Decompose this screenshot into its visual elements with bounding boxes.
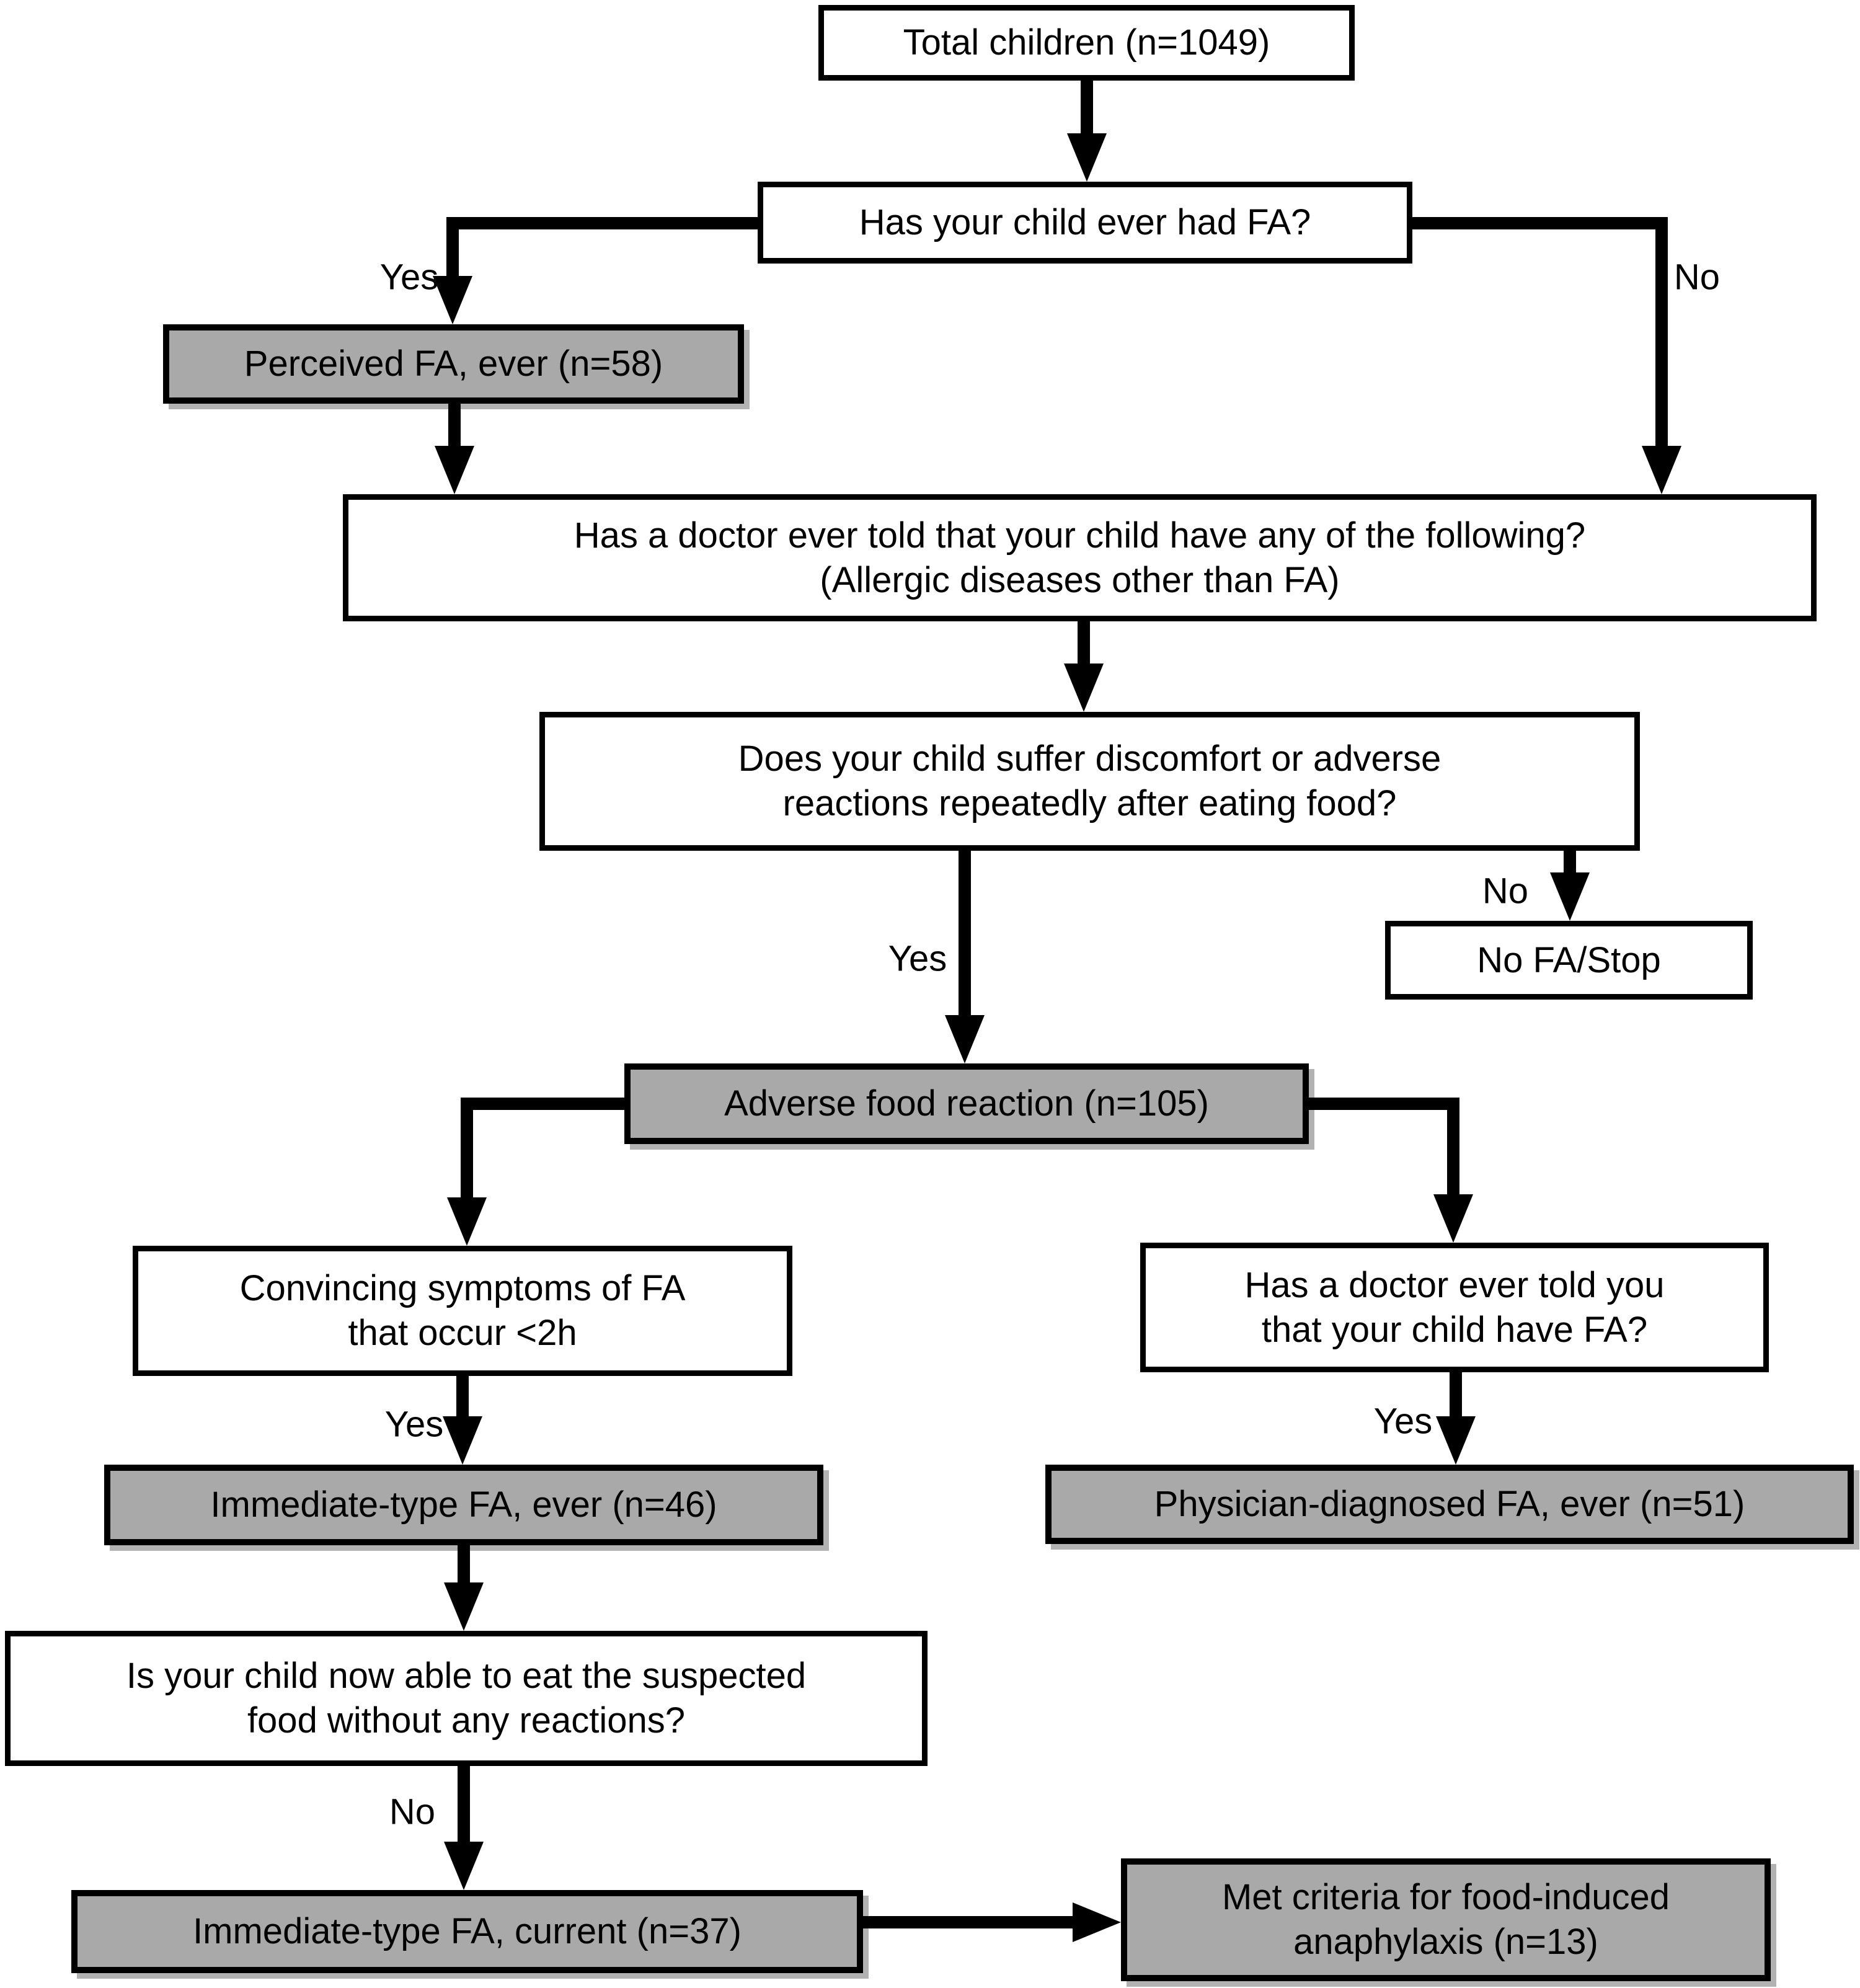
box-met-criteria-anaphylaxis-line2: anaphylaxis (n=13) (1293, 1922, 1598, 1962)
connector-adverse-right-vertical (1447, 1098, 1459, 1200)
box-doctor-told-fa-line1: Has a doctor ever told you (1244, 1264, 1665, 1305)
label-no-discomfort: No (1482, 871, 1529, 912)
box-convincing-symptoms-line2: that occur <2h (348, 1313, 577, 1353)
box-immediate-fa-current: Immediate-type FA, current (n=37) (71, 1890, 863, 1973)
label-yes-convincing: Yes (384, 1404, 444, 1445)
box-immediate-fa-ever-text: Immediate-type FA, ever (n=46) (210, 1484, 717, 1525)
arrowhead-down-icon (945, 1015, 985, 1063)
box-no-fa-stop-text: No FA/Stop (1477, 939, 1661, 980)
connector-able-no-line (458, 1765, 470, 1845)
connector-yes-branch-vertical (446, 217, 459, 285)
arrowhead-down-icon (444, 1842, 484, 1890)
label-yes-ever-had-fa: Yes (379, 257, 439, 298)
box-doctor-told-allergic-line1: Has a doctor ever told that your child h… (574, 515, 1586, 556)
connector-yes-branch-horizontal (446, 217, 758, 229)
connector-doctortold-yes-line (1450, 1371, 1462, 1421)
box-total-children-text: Total children (n=1049) (903, 22, 1270, 63)
arrowhead-down-icon (444, 1582, 484, 1631)
box-immediate-fa-ever: Immediate-type FA, ever (n=46) (104, 1465, 823, 1545)
box-able-to-eat-suspected: Is your child now able to eat the suspec… (5, 1631, 928, 1766)
box-doctor-told-allergic-line2: (Allergic diseases other than FA) (820, 559, 1340, 600)
box-met-criteria-anaphylaxis: Met criteria for food-induced anaphylaxi… (1121, 1858, 1771, 1981)
connector-adverse-right-horizontal (1309, 1098, 1459, 1110)
arrowhead-down-icon (435, 446, 474, 494)
arrowhead-down-icon (433, 276, 472, 324)
box-discomfort-after-food-line1: Does your child suffer discomfort or adv… (738, 739, 1442, 779)
box-convincing-symptoms: Convincing symptoms of FA that occur <2h (133, 1246, 792, 1376)
connector-doctor-to-discomfort-line (1078, 620, 1090, 670)
connector-adverse-left-vertical (461, 1098, 473, 1203)
arrowhead-right-icon (1073, 1902, 1121, 1942)
connector-current-to-metcriteria-line (863, 1916, 1084, 1928)
box-doctor-told-fa: Has a doctor ever told you that your chi… (1140, 1243, 1769, 1372)
connector-perceived-to-doctor-line (448, 402, 461, 455)
box-adverse-food-reaction: Adverse food reaction (n=105) (624, 1063, 1309, 1144)
box-physician-diagnosed-fa-text: Physician-diagnosed FA, ever (n=51) (1154, 1484, 1745, 1524)
label-no-ever-had-fa: No (1673, 257, 1720, 298)
connector-convincing-yes-line (456, 1375, 469, 1421)
arrowhead-down-icon (1064, 663, 1104, 712)
label-no-able-to-eat: No (389, 1791, 436, 1832)
box-able-to-eat-suspected-line1: Is your child now able to eat the suspec… (126, 1656, 807, 1696)
box-total-children: Total children (n=1049) (818, 5, 1355, 81)
box-doctor-told-allergic: Has a doctor ever told that your child h… (343, 494, 1817, 621)
connector-no-branch-horizontal (1412, 217, 1668, 229)
box-ever-had-fa: Has your child ever had FA? (758, 182, 1412, 264)
box-perceived-fa: Perceived FA, ever (n=58) (163, 324, 744, 404)
box-no-fa-stop: No FA/Stop (1385, 921, 1753, 1000)
box-physician-diagnosed-fa: Physician-diagnosed FA, ever (n=51) (1045, 1465, 1854, 1544)
connector-adverse-left-horizontal (461, 1098, 624, 1110)
label-yes-discomfort: Yes (888, 938, 947, 979)
connector-discomfort-yes-line (959, 850, 971, 1020)
box-met-criteria-anaphylaxis-line1: Met criteria for food-induced (1221, 1877, 1670, 1917)
arrowhead-down-icon (1550, 872, 1590, 921)
connector-discomfort-no-line (1564, 850, 1576, 877)
box-discomfort-after-food: Does your child suffer discomfort or adv… (539, 712, 1640, 851)
box-convincing-symptoms-line1: Convincing symptoms of FA (239, 1268, 686, 1308)
arrowhead-down-icon (1433, 1194, 1473, 1243)
box-discomfort-after-food-line2: reactions repeatedly after eating food? (782, 783, 1397, 823)
box-immediate-fa-current-text: Immediate-type FA, current (n=37) (193, 1911, 742, 1951)
connector-immediateever-to-able-line (458, 1544, 470, 1587)
label-yes-doctor-told: Yes (1373, 1401, 1433, 1442)
arrowhead-down-icon (1642, 446, 1681, 494)
arrowhead-down-icon (1067, 133, 1107, 182)
box-adverse-food-reaction-text: Adverse food reaction (n=105) (724, 1083, 1209, 1124)
connector-no-branch-vertical (1655, 217, 1668, 456)
box-doctor-told-fa-line2: that your child have FA? (1261, 1309, 1648, 1350)
box-ever-had-fa-text: Has your child ever had FA? (859, 202, 1311, 242)
box-perceived-fa-text: Perceived FA, ever (n=58) (244, 344, 663, 384)
arrowhead-down-icon (1436, 1416, 1476, 1465)
connector-total-to-everhad-line (1081, 79, 1093, 141)
box-able-to-eat-suspected-line2: food without any reactions? (247, 1700, 686, 1741)
arrowhead-down-icon (447, 1197, 487, 1246)
arrowhead-down-icon (443, 1416, 482, 1465)
